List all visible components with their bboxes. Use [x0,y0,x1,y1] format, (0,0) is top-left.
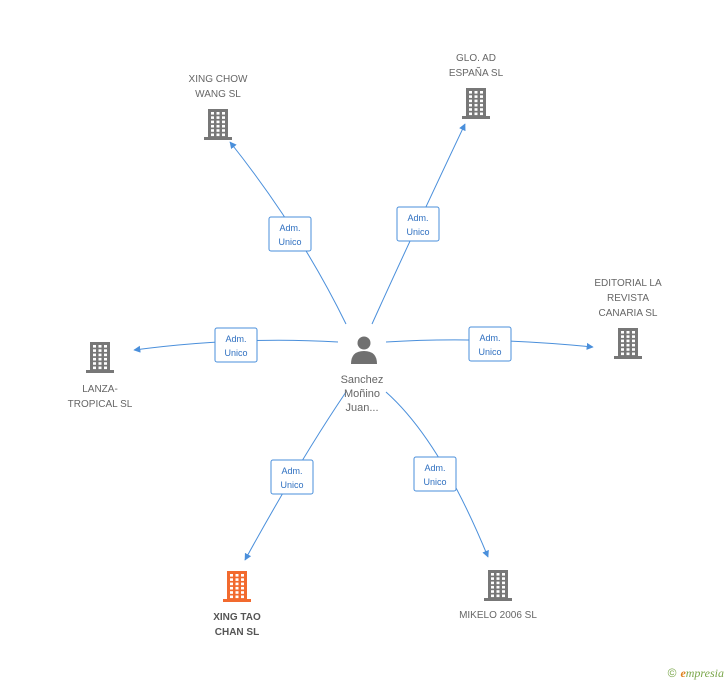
company-label: XING TAO [213,612,261,623]
edge-label-box[interactable]: Adm. Unico [468,326,512,362]
edge-label-box[interactable]: Adm. Unico [396,206,440,242]
company-label: MIKELO 2006 SL [459,610,537,621]
company-label: WANG SL [195,89,241,100]
edge-label-text: Unico [406,227,429,237]
edge-label-text: Adm. [479,333,500,343]
edge-label-text: Adm. [279,223,300,233]
company-label: TROPICAL SL [68,399,133,410]
company-label: ESPAÑA SL [449,66,504,79]
company-node-editorial-la-revista-canaria-sl[interactable]: EDITORIAL LA REVISTA CANARIA SL [594,278,662,359]
edge-mikelo-2006-sl: Adm. Unico [385,391,489,558]
center-person-label: Sanchez [341,374,384,386]
company-label: REVISTA [607,293,649,304]
building-icon[interactable] [614,328,642,359]
edges: Adm.UnicoAdm.UnicoAdm.UnicoAdm.UnicoAdm.… [133,123,594,561]
company-node-xing-chow-wang-sl[interactable]: XING CHOW WANG SL [189,74,248,140]
edge-label-text: Adm. [407,213,428,223]
edge-label-text: Unico [278,237,301,247]
brand-logo: empresia [680,666,724,680]
edge-label-text: Adm. [424,463,445,473]
edge-xing-chow-wang-sl: Adm. Unico [229,141,347,325]
company-label: CHAN SL [215,627,259,638]
edge-label-text: Adm. [281,466,302,476]
edge-label-text: Unico [478,347,501,357]
edge-editorial-la-revista-canaria-sl: Adm. Unico [385,326,594,362]
empresia-watermark: ©empresia [668,666,724,681]
company-label: LANZA- [82,384,118,395]
copyright-symbol: © [667,666,677,680]
building-icon[interactable] [204,109,232,140]
center-person-label: Juan... [345,402,378,414]
edge-label-text: Adm. [225,334,246,344]
company-label: XING CHOW [189,74,248,85]
edge-label-box[interactable]: Adm. Unico [413,456,457,492]
edge-glo-ad-espana-sl: Adm. Unico [371,123,466,325]
edge-label-text: Unico [280,480,303,490]
center-person-label: Moñino [344,388,380,400]
nodes: XING CHOW WANG SL GLO. AD ESPAÑA SL EDITORIA… [68,53,662,638]
person-icon[interactable] [351,336,377,365]
building-icon[interactable] [223,571,251,602]
edge-label-box[interactable]: Adm. Unico [214,327,258,363]
company-node-mikelo-2006-sl[interactable]: MIKELO 2006 SL [459,570,537,621]
edge-label-text: Unico [224,348,247,358]
company-label: EDITORIAL LA [594,278,662,289]
edge-label-text: Unico [423,477,446,487]
edge-xing-tao-chan-sl: Adm. Unico [244,391,347,561]
edge-label-box[interactable]: Adm. Unico [268,216,312,252]
building-icon[interactable] [462,88,490,119]
edge-label-box[interactable]: Adm. Unico [270,459,314,495]
edge-lanza-tropical-sl: Adm. Unico [133,327,339,363]
company-node-xing-tao-chan-sl[interactable]: XING TAO CHAN SL [213,571,261,638]
company-label: GLO. AD [456,53,496,64]
company-label: CANARIA SL [599,308,658,319]
building-icon[interactable] [484,570,512,601]
company-node-lanza-tropical-sl[interactable]: LANZA- TROPICAL SL [68,342,133,410]
center-person-node[interactable]: SanchezMoñinoJuan... [341,336,384,415]
company-node-glo-ad-espana-sl[interactable]: GLO. AD ESPAÑA SL [449,53,504,119]
building-icon[interactable] [86,342,114,373]
